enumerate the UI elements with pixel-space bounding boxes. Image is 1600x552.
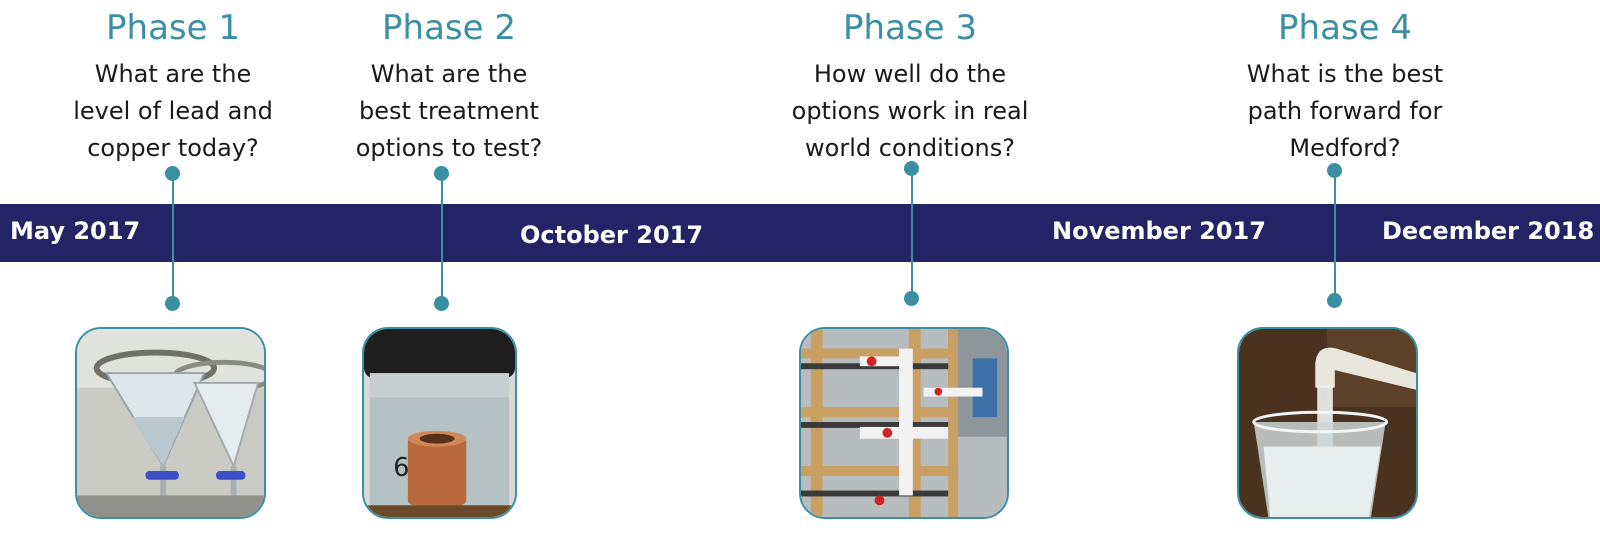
phase-2-title: Phase 2	[382, 8, 516, 48]
timeline-band	[0, 204, 1600, 262]
lab-funnel-photo	[75, 327, 266, 519]
date-may-2017: May 2017	[10, 217, 141, 245]
phase-1-bottom-dot	[165, 296, 180, 311]
phase-4-connector	[1334, 170, 1336, 301]
phase-2-bottom-dot	[434, 296, 449, 311]
phase-3-title: Phase 3	[843, 8, 977, 48]
phase-4-question: What is the best path forward for Medfor…	[1246, 60, 1444, 162]
phase-4-top-dot	[1327, 163, 1342, 178]
phase-3-connector	[911, 168, 913, 299]
date-december-2018: December 2018	[1382, 217, 1595, 245]
phase-2-question: What are the best treatment options to t…	[355, 60, 543, 162]
phase-4-bottom-dot	[1327, 293, 1342, 308]
phase-2-top-dot	[434, 166, 449, 181]
pipe-rig-photo	[799, 327, 1009, 519]
svg-text:6: 6	[393, 452, 409, 482]
phase-4-title: Phase 4	[1278, 8, 1412, 48]
phase-3-bottom-dot	[904, 291, 919, 306]
phase-1-top-dot	[165, 166, 180, 181]
date-november-2017: November 2017	[1052, 217, 1266, 245]
phase-1-connector	[172, 173, 174, 304]
date-october-2017: October 2017	[520, 221, 704, 249]
phase-2-connector	[441, 173, 443, 304]
phase-1-title: Phase 1	[106, 8, 240, 48]
faucet-glass-photo	[1237, 327, 1418, 519]
phase-3-top-dot	[904, 161, 919, 176]
phase-3-question: How well do the options work in real wor…	[791, 60, 1029, 162]
pipe-sample-jar-photo: 6	[362, 327, 517, 519]
phase-1-question: What are the level of lead and copper to…	[73, 60, 273, 162]
